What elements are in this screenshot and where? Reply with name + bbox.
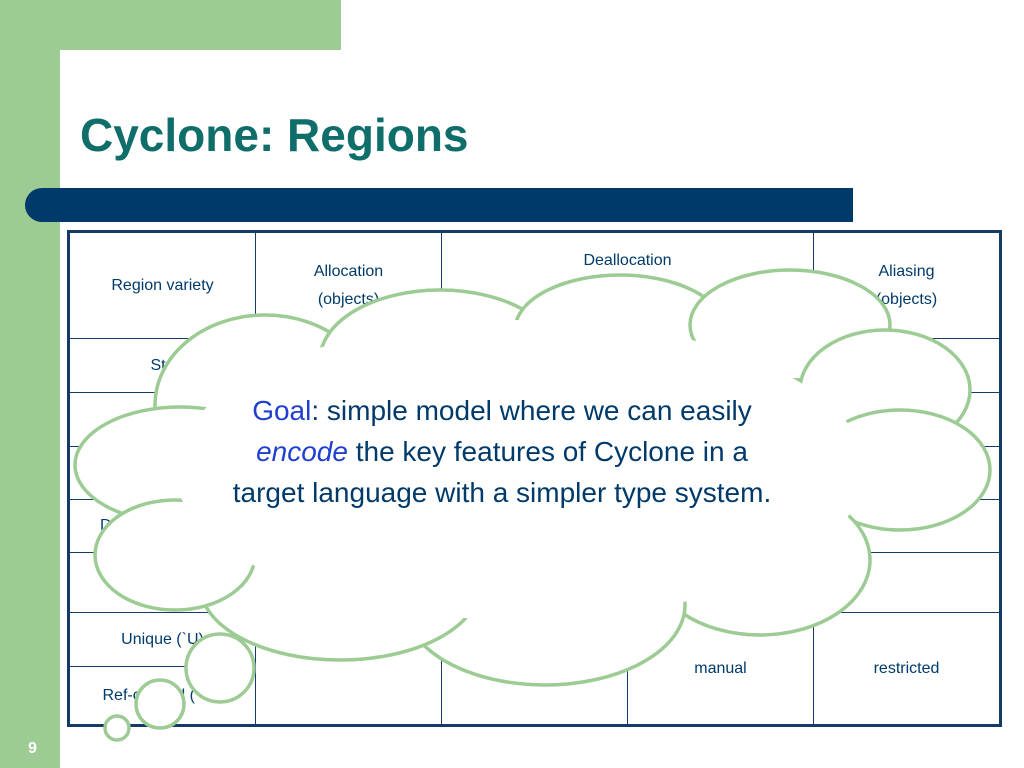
thought-bubble-medium [134,678,186,730]
slide-title: Cyclone: Regions [80,109,469,161]
encode-emphasis: encode [256,436,348,467]
allocation-line-1: Allocation [313,262,384,280]
aliasing-line-1: Aliasing [878,262,935,280]
thought-bubble-large [184,632,256,704]
title-underline-bar [25,188,853,222]
cloud-fill [175,320,865,620]
goal-text-part-2: the key features of Cyclone in a target … [232,436,772,508]
sidebar-accent [0,0,60,768]
goal-callout: Goal: simple model where we can easily e… [232,390,772,513]
allocation-line-2: (objects) [317,290,380,308]
content-corner [60,50,180,170]
page-number: 9 [28,740,37,757]
thought-bubble-small [103,714,131,742]
goal-text-part-1: : simple model where we can easily [311,395,752,426]
top-accent [0,0,341,50]
goal-label: Goal [252,395,312,426]
aliasing-line-2: (objects) [875,290,938,308]
cell-restricted: restricted [813,612,1001,726]
